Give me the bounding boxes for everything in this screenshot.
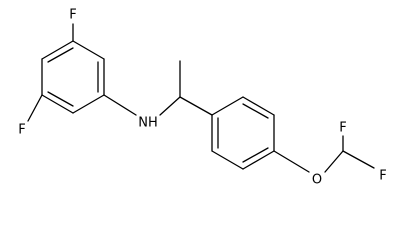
bond-chf2-f4 bbox=[342, 150, 375, 169]
bond-o-chf2 bbox=[324, 150, 344, 173]
bond-ring1-top-right bbox=[72, 40, 105, 60]
bond-ring2-bottom-left bbox=[211, 150, 244, 170]
atom-f-upper-right: F bbox=[339, 121, 346, 136]
bond-f2 bbox=[27, 94, 43, 122]
double-bond-ring2-b bbox=[242, 147, 269, 163]
molecule-drawing: F F NH O F F bbox=[18, 8, 386, 188]
double-bond-ring1-c bbox=[47, 91, 74, 107]
atom-f-lower-right: F bbox=[379, 169, 386, 184]
bond-ring2-bottom-right bbox=[242, 150, 275, 170]
atom-nh: NH bbox=[138, 116, 158, 131]
bond-ring1-nh bbox=[103, 94, 137, 116]
bond-ch-ring2 bbox=[179, 96, 213, 116]
atom-f-top: F bbox=[69, 8, 76, 23]
structure-diagram: F F NH O F F bbox=[18, 8, 386, 188]
bond-ring2-top-right bbox=[242, 96, 275, 116]
bond-ring2-top bbox=[211, 96, 244, 116]
double-bond-ring2-a bbox=[242, 103, 269, 119]
bond-ring1-top-left bbox=[41, 40, 74, 60]
double-bond-ring1-a bbox=[47, 47, 74, 63]
bond-ring1-bottom-right bbox=[72, 94, 105, 114]
atom-labels: F F NH O F F bbox=[18, 8, 386, 188]
atom-f-left: F bbox=[18, 123, 25, 138]
bond-ring2-o bbox=[273, 150, 310, 173]
bond-nh-ch bbox=[159, 96, 181, 116]
atom-o: O bbox=[312, 173, 322, 188]
bonds bbox=[27, 23, 375, 173]
bond-ring1-bottom-left bbox=[41, 94, 74, 114]
